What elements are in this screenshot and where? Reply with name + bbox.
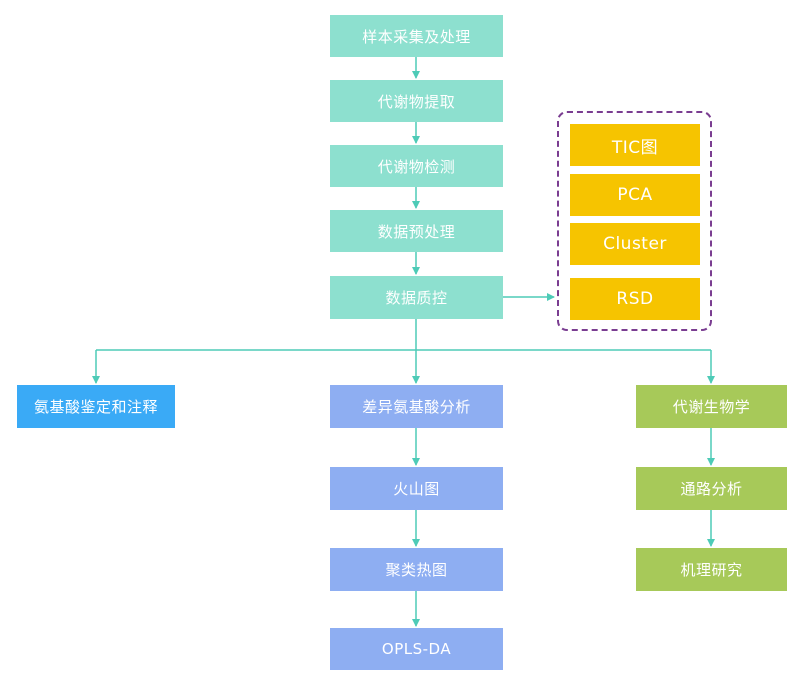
step-detection: 代谢物检测 (330, 145, 503, 187)
step-preprocess: 数据预处理 (330, 210, 503, 252)
branch-metabolomics: 代谢生物学 (636, 385, 787, 428)
qc-metric-pca: PCA (570, 174, 700, 216)
step-mechanism: 机理研究 (636, 548, 787, 591)
qc-metrics-frame (557, 111, 712, 331)
step-extraction: 代谢物提取 (330, 80, 503, 122)
qc-metric-rsd: RSD (570, 278, 700, 320)
step-pathway: 通路分析 (636, 467, 787, 510)
branch-identification: 氨基酸鉴定和注释 (17, 385, 175, 428)
step-oplsda: OPLS-DA (330, 628, 503, 670)
branch-differential: 差异氨基酸分析 (330, 385, 503, 428)
step-volcano: 火山图 (330, 467, 503, 510)
qc-metric-cluster: Cluster (570, 223, 700, 265)
step-heatmap: 聚类热图 (330, 548, 503, 591)
qc-metric-tic: TIC图 (570, 124, 700, 166)
step-sampling: 样本采集及处理 (330, 15, 503, 57)
step-qc: 数据质控 (330, 276, 503, 319)
